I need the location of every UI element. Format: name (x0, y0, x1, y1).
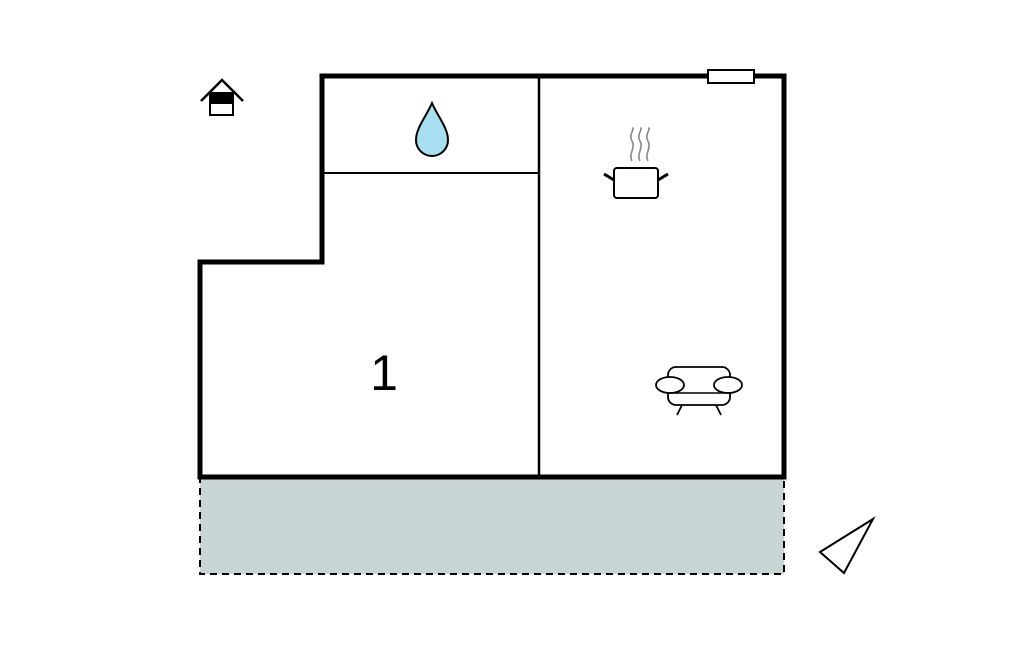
house-icon (200, 78, 244, 116)
cooking-pot-icon (603, 127, 669, 199)
water-drop-icon (414, 100, 450, 157)
sofa-icon (655, 366, 743, 416)
north-arrow-icon (818, 516, 876, 575)
outer-walls (197, 73, 787, 480)
terrace-area (199, 476, 785, 575)
room-label-1: 1 (370, 345, 398, 401)
window-icon (707, 69, 755, 84)
